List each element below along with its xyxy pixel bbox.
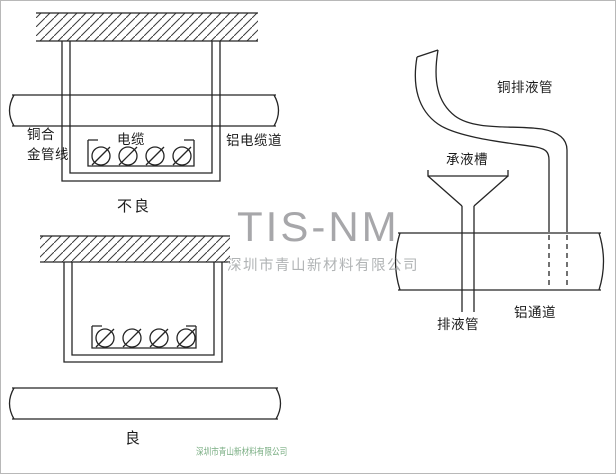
cables-bottom bbox=[95, 328, 196, 348]
cable-label: 电缆 bbox=[117, 132, 145, 147]
trough-label: 承液槽 bbox=[446, 152, 488, 167]
pipe-bottom bbox=[8, 387, 282, 420]
cables-top bbox=[91, 146, 192, 166]
pipe-label: 铜合 金管线 bbox=[27, 125, 69, 165]
ceiling-hatch-top bbox=[36, 12, 258, 42]
liquid-trough bbox=[427, 170, 509, 207]
duct-label: 铝电缆道 bbox=[226, 133, 282, 148]
watermark-footer: 深圳市青山新材料有限公司 bbox=[196, 447, 288, 458]
caption-bad: 不良 bbox=[117, 198, 152, 215]
watermark-company: 深圳市青山新材料有限公司 bbox=[227, 258, 419, 274]
watermark-logo: TIS-NM bbox=[237, 203, 400, 250]
pipe-label-line2: 金管线 bbox=[27, 147, 69, 162]
pipe-top bbox=[8, 94, 280, 127]
cable-duct-top bbox=[61, 41, 221, 182]
copper-drain-pipe-label: 铜排液管 bbox=[497, 80, 553, 95]
copper-drain-pipe bbox=[414, 49, 568, 288]
pipe-label-line1: 铜合 bbox=[27, 127, 55, 142]
cable-duct-bottom bbox=[63, 262, 223, 363]
aluminum-channel bbox=[394, 232, 605, 291]
drain-pipe bbox=[461, 206, 475, 312]
drain-pipe-label: 排液管 bbox=[437, 317, 479, 332]
ceiling-hatch-bottom bbox=[40, 235, 230, 263]
caption-good: 良 bbox=[125, 430, 143, 447]
channel-label: 铝通道 bbox=[514, 305, 556, 320]
